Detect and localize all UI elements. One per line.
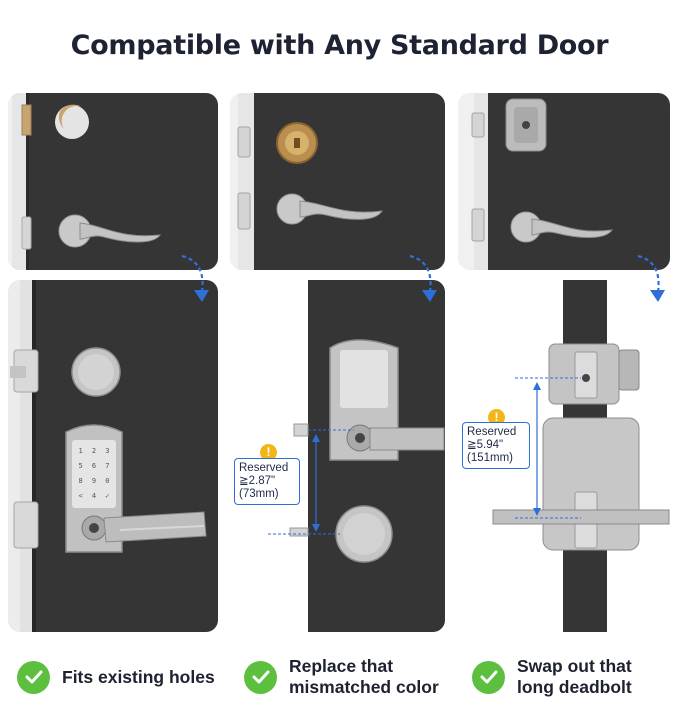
feature-replace-mismatched-color: Replace that mismatched color bbox=[244, 652, 439, 702]
check-circle-icon bbox=[472, 660, 505, 694]
page-title: Compatible with Any Standard Door bbox=[70, 30, 609, 61]
keypad-key: 4 bbox=[91, 492, 97, 500]
reserved-callout-deadbolt: Reserved ≧5.94" (151mm) bbox=[462, 422, 530, 469]
keypad-key: 7 bbox=[105, 462, 110, 470]
keypad-key: 9 bbox=[91, 477, 97, 485]
callout-label: Reserved bbox=[239, 462, 289, 474]
callout-label: Reserved bbox=[467, 426, 517, 438]
door-existing-holes-panel bbox=[8, 93, 218, 270]
warning-icon: ! bbox=[260, 444, 277, 461]
keypad-key: < bbox=[78, 492, 83, 500]
feature-label: Fits existing holes bbox=[62, 666, 215, 687]
keypad-key: ✓ bbox=[105, 492, 110, 500]
check-circle-icon bbox=[17, 660, 50, 694]
feature-label: Swap out that bbox=[517, 656, 632, 676]
door-mismatched-color-panel bbox=[230, 93, 445, 270]
keypad-grid: 1 2 3 5 6 7 8 9 0 < 4 ✓ bbox=[74, 444, 114, 504]
installed-lock-side-panel bbox=[230, 280, 445, 632]
feature-label: mismatched color bbox=[289, 677, 439, 697]
callout-value: ≧5.94" bbox=[467, 439, 504, 451]
callout-metric: (151mm) bbox=[467, 452, 514, 464]
callout-metric: (73mm) bbox=[239, 488, 279, 500]
callout-value: ≧2.87" bbox=[239, 475, 276, 487]
keypad-key: 8 bbox=[78, 477, 83, 485]
keypad-key: 3 bbox=[105, 447, 110, 455]
keypad-key: 0 bbox=[105, 477, 110, 485]
arrow-down-icon bbox=[409, 254, 437, 302]
reserved-callout-door: Reserved ≧2.87" (73mm) bbox=[234, 458, 300, 505]
feature-label: Replace that bbox=[289, 656, 394, 676]
keypad-key: 5 bbox=[78, 462, 83, 470]
check-circle-icon bbox=[244, 660, 277, 694]
feature-fits-existing-holes: Fits existing holes bbox=[17, 652, 215, 702]
arrow-down-icon bbox=[181, 254, 209, 302]
door-long-deadbolt-panel bbox=[458, 93, 670, 270]
keypad-key: 1 bbox=[78, 447, 83, 455]
feature-swap-long-deadbolt: Swap out that long deadbolt bbox=[472, 652, 632, 702]
warning-icon: ! bbox=[488, 409, 505, 426]
keypad-key: 6 bbox=[91, 462, 97, 470]
installed-lock-front-panel: 1 2 3 5 6 7 8 9 0 < 4 ✓ bbox=[8, 280, 218, 632]
keypad-key: 2 bbox=[91, 447, 97, 455]
feature-label: long deadbolt bbox=[517, 677, 632, 697]
arrow-down-icon bbox=[637, 254, 665, 302]
